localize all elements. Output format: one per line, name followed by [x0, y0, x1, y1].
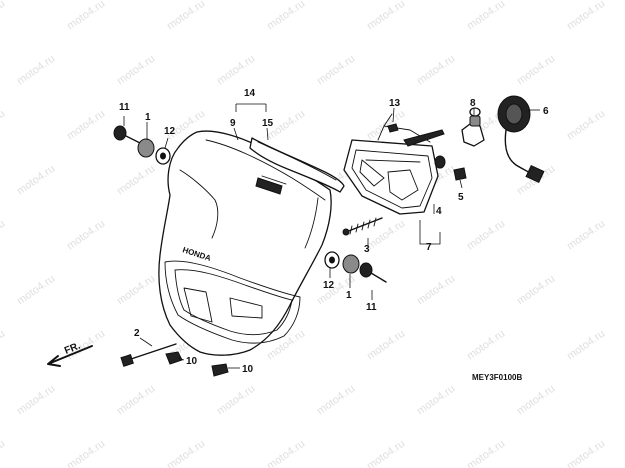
watermark-text: moto4.ru [565, 218, 607, 253]
watermark-text: moto4.ru [265, 438, 307, 468]
watermark-text: moto4.ru [565, 438, 607, 468]
callout-11-lower: 11 [366, 302, 377, 313]
callout-8: 8 [470, 98, 476, 109]
callout-1-upper: 1 [145, 112, 151, 123]
callout-14: 14 [244, 88, 256, 99]
watermark-text: moto4.ru [415, 273, 457, 308]
fastener-set-upper-left [113, 125, 171, 165]
watermark-text: moto4.ru [165, 0, 207, 32]
callout-7: 7 [426, 242, 432, 253]
watermark-text: moto4.ru [365, 0, 407, 32]
watermark-text: moto4.ru [515, 53, 557, 88]
watermark-text: moto4.ru [315, 383, 357, 418]
callout-10-lower: 10 [242, 364, 254, 375]
watermark-text: moto4.ru [65, 218, 107, 253]
grommet [453, 167, 467, 181]
watermark-text: moto4.ru [315, 53, 357, 88]
callout-5: 5 [458, 192, 464, 203]
watermark-text: moto4.ru [65, 108, 107, 143]
callout-12-lower: 12 [323, 280, 335, 291]
callout-12-upper: 12 [164, 126, 176, 137]
watermark-text: moto4.ru [515, 273, 557, 308]
watermark-text: moto4.ru [15, 53, 57, 88]
watermark-text: moto4.ru [265, 0, 307, 32]
front-direction-arrow: FR. [47, 340, 93, 367]
callout-2: 2 [134, 328, 140, 339]
watermark-text: moto4.ru [565, 328, 607, 363]
watermark-text: moto4.ru [165, 438, 207, 468]
callout-6: 6 [543, 106, 549, 117]
watermark-text: moto4.ru [115, 53, 157, 88]
bulb-socket [497, 95, 545, 184]
watermark-text: moto4.ru [115, 383, 157, 418]
watermark-text: moto4.ru [0, 438, 7, 468]
watermark-text: moto4.ru [115, 273, 157, 308]
callout-15: 15 [262, 118, 274, 129]
watermark-text: moto4.ru [15, 163, 57, 198]
callout-1-lower: 1 [346, 290, 352, 301]
watermark-text: moto4.ru [415, 53, 457, 88]
watermark-text: moto4.ru [0, 218, 7, 253]
nut-lower [211, 363, 229, 377]
watermark-text: moto4.ru [465, 438, 507, 468]
watermark-text: moto4.ru [15, 273, 57, 308]
callout-13: 13 [389, 98, 401, 109]
callout-9: 9 [230, 118, 236, 129]
leader-lines [123, 103, 540, 369]
watermark-text: moto4.ru [215, 53, 257, 88]
watermark-text: moto4.ru [365, 328, 407, 363]
watermark-text: moto4.ru [0, 108, 7, 143]
callout-3: 3 [364, 244, 370, 255]
watermark-text: moto4.ru [65, 0, 107, 32]
adjuster-spring [342, 217, 383, 236]
diagram-code: MEY3F0100B [472, 373, 522, 382]
watermark-text: moto4.ru [65, 438, 107, 468]
watermark-text: moto4.ru [115, 163, 157, 198]
watermark-text: moto4.ru [0, 328, 7, 363]
watermark-text: moto4.ru [415, 383, 457, 418]
headlight-unit [343, 113, 446, 215]
callout-4: 4 [436, 206, 442, 217]
callout-11-upper: 11 [119, 102, 130, 113]
watermark-text: moto4.ru [365, 438, 407, 468]
fastener-set-lower-right [324, 251, 387, 283]
nut-upper [165, 351, 183, 365]
trim-strip [249, 137, 345, 193]
watermark-text: moto4.ru [565, 108, 607, 143]
watermark-text: moto4.ru [515, 383, 557, 418]
bulb [461, 107, 485, 147]
long-bolt [120, 343, 177, 367]
callout-10-upper: 10 [186, 356, 198, 367]
watermark-text: moto4.ru [465, 328, 507, 363]
watermark-text: moto4.ru [0, 0, 7, 32]
headlight-cover: HONDA [158, 130, 332, 356]
watermark-text: moto4.ru [215, 383, 257, 418]
watermark-text: moto4.ru [365, 108, 407, 143]
watermark-text: moto4.ru [15, 383, 57, 418]
watermark-text: moto4.ru [465, 0, 507, 32]
watermark-text: moto4.ru [565, 0, 607, 32]
watermark-text: moto4.ru [465, 218, 507, 253]
